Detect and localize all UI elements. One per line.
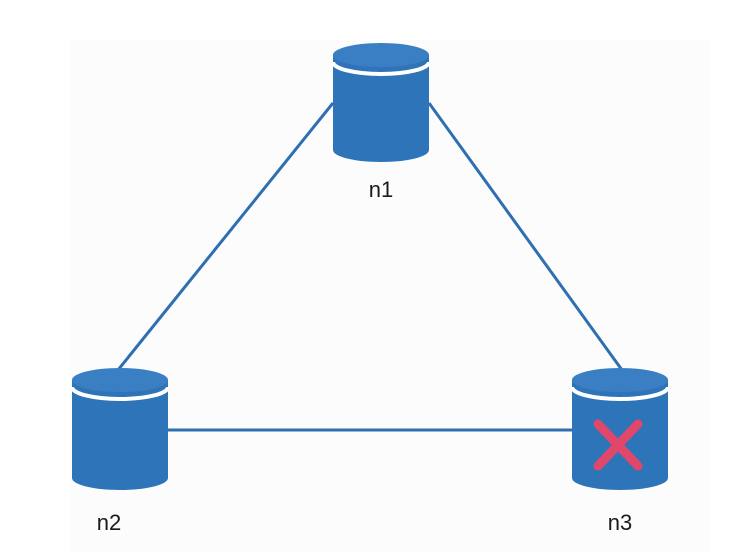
database-icon xyxy=(70,368,170,490)
node-n3[interactable] xyxy=(570,368,670,490)
database-icon xyxy=(570,368,670,490)
node-n1[interactable] xyxy=(331,43,431,162)
node-label-n3: n3 xyxy=(608,510,632,535)
failure-x-icon xyxy=(593,419,643,471)
database-icon xyxy=(331,43,431,162)
node-n2[interactable] xyxy=(70,368,170,490)
edge-n1-n2 xyxy=(116,102,335,371)
node-label-n2: n2 xyxy=(97,510,121,535)
node-label-n1: n1 xyxy=(369,177,393,202)
edges xyxy=(116,102,624,432)
edge-n1-n3 xyxy=(427,102,624,371)
